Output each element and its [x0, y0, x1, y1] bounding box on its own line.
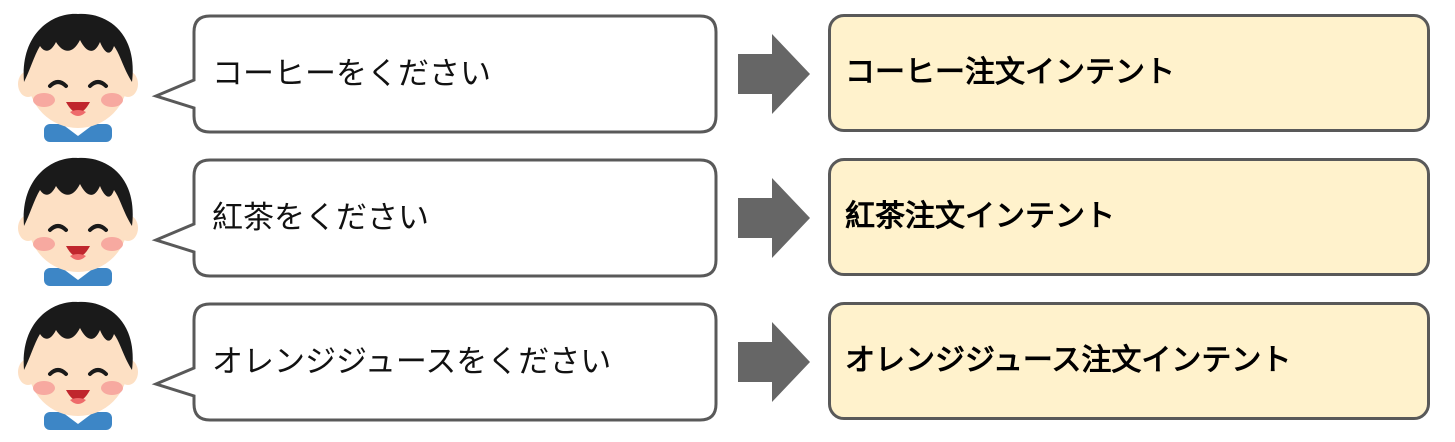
- intent-box: 紅茶注文インテント: [828, 158, 1430, 276]
- right-arrow-icon: [738, 178, 810, 258]
- utterance-text: オレンジジュースをください: [212, 344, 612, 380]
- intent-box: オレンジジュース注文インテント: [828, 302, 1430, 420]
- utterance-text: コーヒーをください: [212, 56, 491, 92]
- intent-label: オレンジジュース注文インテント: [845, 343, 1292, 378]
- speech-bubble: [151, 14, 718, 134]
- intent-label: コーヒー注文インテント: [845, 55, 1175, 90]
- speech-bubble: [151, 158, 718, 278]
- speech-bubble: [151, 302, 718, 422]
- right-arrow-icon: [738, 322, 810, 402]
- right-arrow-icon: [738, 34, 810, 114]
- mapping-row-2: 紅茶をください 紅茶注文インテント: [0, 156, 1455, 286]
- smiling-boy-icon: [18, 13, 138, 142]
- mapping-row-1: コーヒーをください コーヒー注文インテント: [0, 12, 1455, 142]
- utterance-text: 紅茶をください: [212, 200, 429, 236]
- smiling-boy-icon: [18, 301, 138, 430]
- mapping-row-3: オレンジジュースをください オレンジジュース注文インテント: [0, 300, 1455, 430]
- intent-box: コーヒー注文インテント: [828, 14, 1430, 132]
- smiling-boy-icon: [18, 157, 138, 286]
- intent-label: 紅茶注文インテント: [845, 199, 1115, 234]
